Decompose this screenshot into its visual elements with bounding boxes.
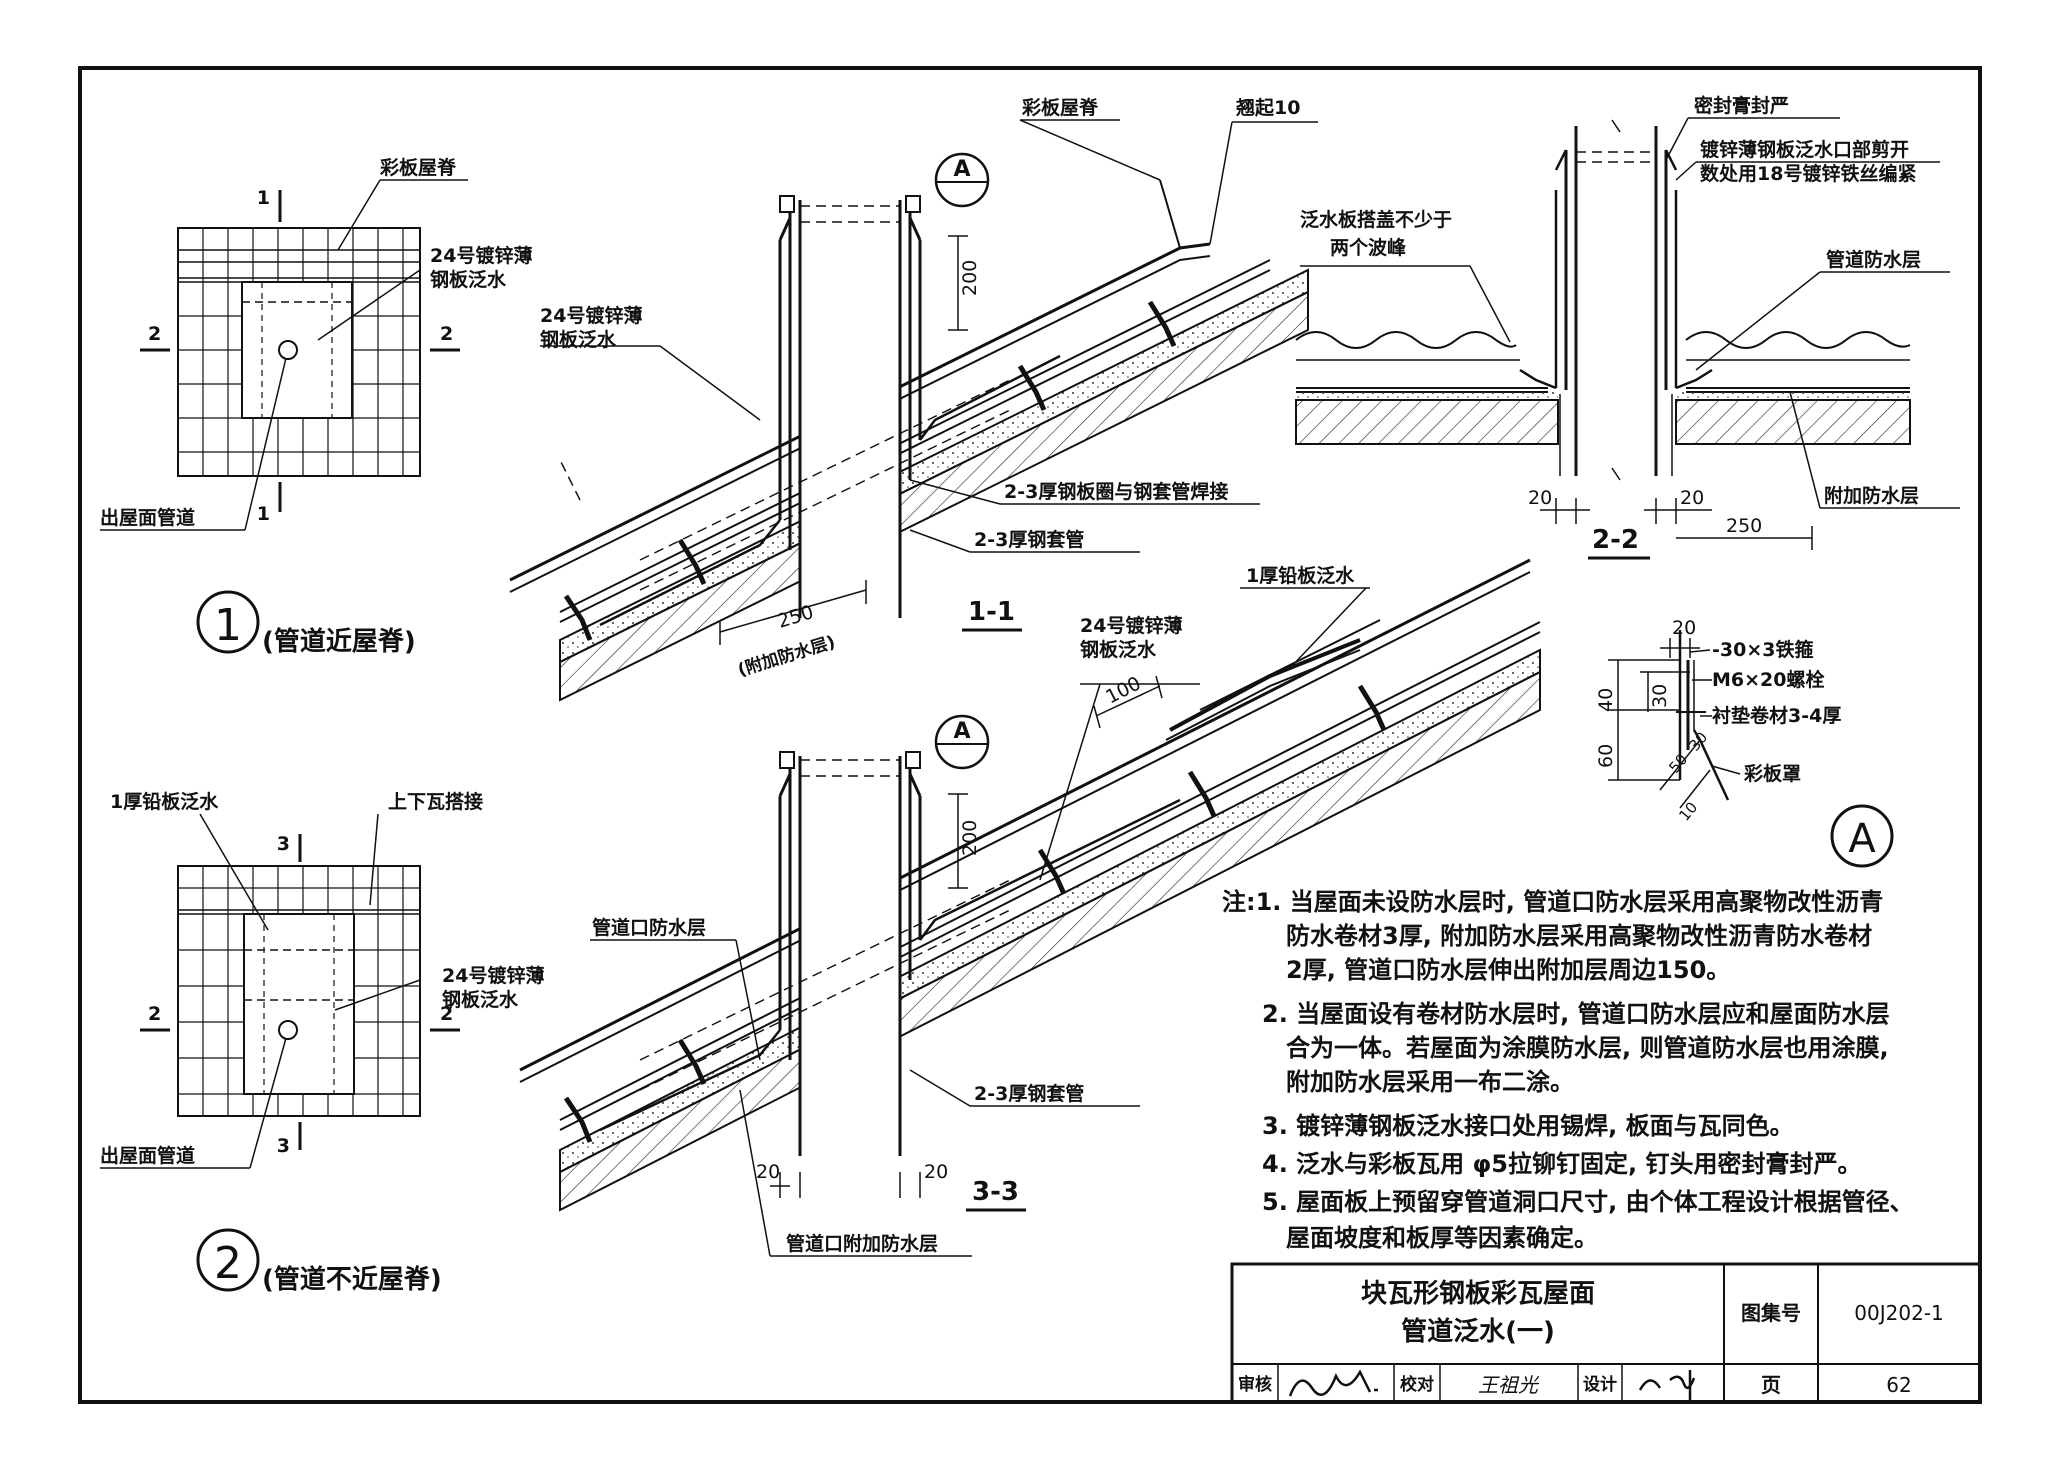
plan2-number: 2 bbox=[214, 1238, 242, 1289]
detail-a-dim-10: 10 bbox=[1675, 798, 1701, 824]
sec22-dim-250: 250 bbox=[1726, 515, 1762, 537]
plan2-flashing-label-1: 24号镀锌薄 bbox=[442, 964, 544, 987]
note-line: 3. 镀锌薄钢板泛水接口处用锡焊, 板面与瓦同色。 bbox=[1262, 1112, 1794, 1140]
detail-a-bolt-label: M6×20螺栓 bbox=[1712, 668, 1825, 691]
note-line: 附加防水层采用一布二涂。 bbox=[1286, 1068, 1574, 1096]
plan1-cut-top: 1 bbox=[257, 187, 270, 209]
sec33-dim-20a: 20 bbox=[756, 1161, 780, 1183]
sec22-title: 2-2 bbox=[1592, 525, 1639, 555]
plan1-caption: (管道近屋脊) bbox=[262, 626, 416, 657]
plan2-caption: (管道不近屋脊) bbox=[262, 1264, 442, 1295]
sec11-flashing-label-2: 钢板泛水 bbox=[540, 328, 617, 351]
sec11-dim-250: 250 bbox=[775, 601, 816, 633]
plan2-pipe-label: 出屋面管道 bbox=[100, 1144, 195, 1167]
sec22-cut-label-1: 镀锌薄钢板泛水口部剪开 bbox=[1700, 138, 1909, 161]
sec11-sleeve-label: 2-3厚钢套管 bbox=[974, 528, 1084, 551]
sheet-border bbox=[78, 66, 1982, 1404]
sec33-dim-20b: 20 bbox=[924, 1161, 948, 1183]
sec33-flashing-label-2: 钢板泛水 bbox=[1080, 638, 1157, 661]
plan2-cut-bottom: 3 bbox=[277, 1135, 290, 1157]
sec11-upturn-label: 翘起10 bbox=[1235, 97, 1300, 119]
plan-view-1: 1 1 2 2 彩板屋脊 24号镀锌薄 钢板泛水 出屋面管道 1 (管道近屋脊) bbox=[100, 156, 532, 657]
detail-a-dim-20: 20 bbox=[1672, 617, 1696, 639]
plan1-cut-bottom: 1 bbox=[257, 503, 270, 525]
note-line: 屋面坡度和板厚等因素确定。 bbox=[1286, 1224, 1598, 1252]
sec11-dim-200: 200 bbox=[959, 260, 981, 296]
plan1-ridge-label: 彩板屋脊 bbox=[379, 156, 457, 179]
plan1-flashing-label-2: 钢板泛水 bbox=[430, 268, 507, 291]
plan1-flashing-label-1: 24号镀锌薄 bbox=[430, 244, 532, 267]
review-signature bbox=[1288, 1369, 1378, 1397]
atlas-number-label: 图集号 bbox=[1741, 1301, 1801, 1325]
plan1-cut-left: 2 bbox=[148, 323, 161, 345]
title-block: 块瓦形钢板彩瓦屋面 管道泛水(一) 图集号 00J202-1 审核 校对 王祖光… bbox=[1230, 1262, 1982, 1404]
check-signature: 王祖光 bbox=[1478, 1373, 1540, 1397]
sec11-add-layer: (附加防水层) bbox=[735, 631, 837, 680]
sec33-title: 3-3 bbox=[972, 1177, 1019, 1207]
plan1-pipe-label: 出屋面管道 bbox=[100, 506, 195, 529]
check-label: 校对 bbox=[1400, 1374, 1434, 1395]
plan2-flashing-label-2: 钢板泛水 bbox=[442, 988, 519, 1011]
sec33-add-wp-label: 管道口附加防水层 bbox=[786, 1232, 938, 1255]
sec22-seal-label: 密封膏封严 bbox=[1694, 94, 1789, 117]
note-line: 合为一体。若屋面为涂膜防水层, 则管道防水层也用涂膜, bbox=[1286, 1034, 1889, 1062]
detail-a-dim-40: 40 bbox=[1595, 688, 1617, 712]
sec33-sleeve-label: 2-3厚钢套管 bbox=[974, 1082, 1084, 1105]
sec33-lead-label: 1厚铅板泛水 bbox=[1246, 564, 1355, 587]
sec11-ridge-label: 彩板屋脊 bbox=[1021, 96, 1099, 119]
sec11-detail-ref: A bbox=[953, 157, 970, 182]
detail-a-hoop-label: -30×3铁箍 bbox=[1712, 638, 1813, 661]
design-label: 设计 bbox=[1583, 1374, 1617, 1395]
section-2-2: 密封膏封严 镀锌薄钢板泛水口部剪开 数处用18号镀锌铁丝编紧 泛水板搭盖不少于 … bbox=[1295, 94, 1960, 560]
design-signature bbox=[1638, 1370, 1696, 1404]
sec22-cover-label-2: 两个波峰 bbox=[1330, 236, 1407, 259]
section-3-3: A 1厚铅板泛水 24号镀锌薄 钢板泛水 100 200 管道口防水层 2-3厚… bbox=[519, 558, 1541, 1257]
note-line: 5. 屋面板上预留穿管道洞口尺寸, 由个体工程设计根据管径、 bbox=[1262, 1188, 1914, 1216]
sec11-flashing-label-1: 24号镀锌薄 bbox=[540, 304, 642, 327]
page-label: 页 bbox=[1761, 1373, 1781, 1397]
atlas-number: 00J202-1 bbox=[1854, 1301, 1943, 1325]
detail-a-dim-50: 50 bbox=[1665, 750, 1691, 776]
detail-a-dim-30: 30 bbox=[1649, 684, 1671, 708]
note-line: 4. 泛水与彩板瓦用 φ5拉铆钉固定, 钉头用密封膏封严。 bbox=[1262, 1150, 1861, 1178]
detail-a: -30×3铁箍 M6×20螺栓 衬垫卷材3-4厚 彩板罩 20 40 30 60… bbox=[1595, 617, 1894, 868]
detail-a-label: A bbox=[1848, 816, 1876, 862]
plan2-cut-right: 2 bbox=[440, 1003, 453, 1025]
note-line: 2. 当屋面设有卷材防水层时, 管道口防水层应和屋面防水层 bbox=[1262, 1000, 1890, 1028]
detail-a-dim-60: 60 bbox=[1595, 744, 1617, 768]
sec22-dim-20a: 20 bbox=[1528, 487, 1552, 509]
plan1-number: 1 bbox=[214, 600, 242, 651]
title-line-1: 块瓦形钢板彩瓦屋面 bbox=[1361, 1279, 1595, 1309]
sec22-cut-label-2: 数处用18号镀锌铁丝编紧 bbox=[1700, 162, 1916, 185]
sec11-title: 1-1 bbox=[968, 597, 1015, 627]
detail-a-liner-label: 衬垫卷材3-4厚 bbox=[1712, 704, 1841, 727]
plan2-cut-left: 2 bbox=[148, 1003, 161, 1025]
sec22-dim-20b: 20 bbox=[1680, 487, 1704, 509]
sec22-add-wp-label: 附加防水层 bbox=[1824, 484, 1919, 507]
sec33-detail-ref: A bbox=[953, 719, 970, 744]
sec22-cover-label-1: 泛水板搭盖不少于 bbox=[1300, 208, 1452, 231]
plan2-overlap-label: 上下瓦搭接 bbox=[388, 790, 483, 813]
page-number: 62 bbox=[1886, 1373, 1911, 1397]
sec33-dim-200: 200 bbox=[959, 820, 981, 856]
notes: 注:1. 当屋面未设防水层时, 管道口防水层采用高聚物改性沥青 防水卷材3厚, … bbox=[1222, 888, 1914, 1252]
note-line: 注:1. 当屋面未设防水层时, 管道口防水层采用高聚物改性沥青 bbox=[1222, 888, 1883, 916]
note-line: 2厚, 管道口防水层伸出附加层周边150。 bbox=[1286, 956, 1730, 984]
sec33-flashing-label-1: 24号镀锌薄 bbox=[1080, 614, 1182, 637]
detail-a-cover-label: 彩板罩 bbox=[1743, 762, 1801, 785]
sec33-pipe-wp-label: 管道口防水层 bbox=[592, 916, 706, 939]
note-line: 防水卷材3厚, 附加防水层采用高聚物改性沥青防水卷材 bbox=[1286, 922, 1872, 950]
plan2-lead-label: 1厚铅板泛水 bbox=[110, 790, 219, 813]
title-line-2: 管道泛水(一) bbox=[1401, 1316, 1555, 1347]
review-label: 审核 bbox=[1238, 1374, 1272, 1395]
plan-view-2: 3 3 2 2 1厚铅板泛水 上下瓦搭接 24号镀锌薄 钢板泛水 出屋面管道 2… bbox=[100, 790, 544, 1295]
sec22-pipe-wp-label: 管道防水层 bbox=[1826, 248, 1921, 271]
section-1-1: A 彩板屋脊 翘起10 24号镀锌薄 钢板泛水 2-3厚钢板圈与钢套管焊接 2-… bbox=[509, 96, 1318, 702]
sec11-ring-label: 2-3厚钢板圈与钢套管焊接 bbox=[1004, 480, 1228, 503]
plan2-cut-top: 3 bbox=[277, 833, 290, 855]
plan1-cut-right: 2 bbox=[440, 323, 453, 345]
